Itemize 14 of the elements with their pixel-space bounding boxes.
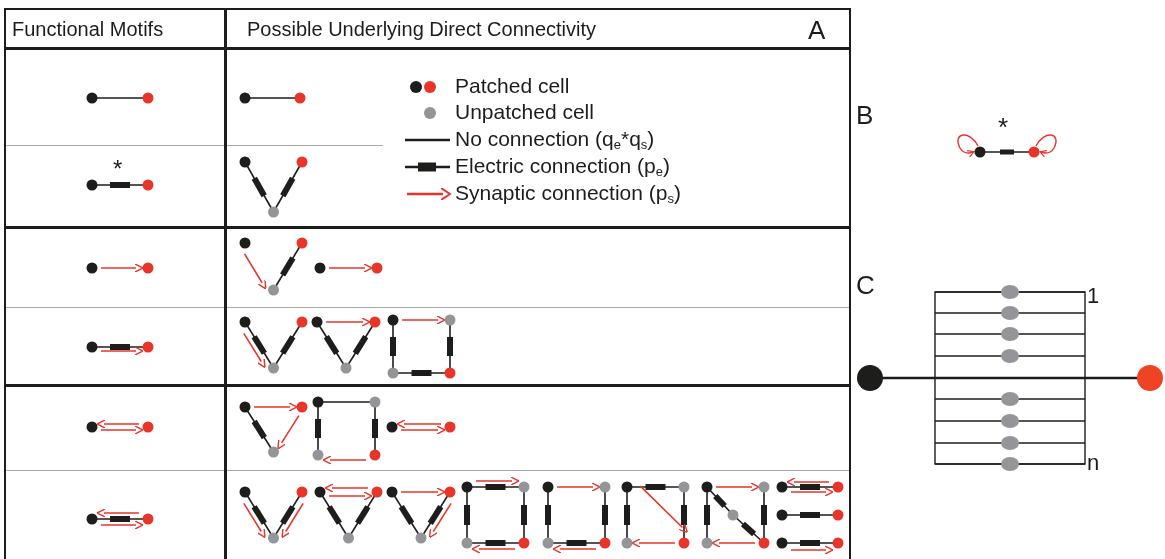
legend-text: Electric connection (p$_{e}$) xyxy=(455,155,670,176)
column-header: Possible Underlying Direct Connectivity xyxy=(247,19,597,39)
column-header: Functional Motifs xyxy=(12,19,164,39)
index-label: n xyxy=(1087,452,1100,474)
legend-text: Patched cell xyxy=(455,75,570,96)
legend-text: No connection (q$_{e}$*q$_{s}$) xyxy=(455,128,655,149)
legend-text: Synaptic connection (p$_{s}$) xyxy=(455,182,681,203)
legend-text: Unpatched cell xyxy=(455,101,594,122)
asterisk-mark: * xyxy=(998,114,1009,140)
panel-letter: A xyxy=(808,17,826,43)
asterisk-mark: * xyxy=(113,157,123,181)
index-label: 1 xyxy=(1087,285,1100,307)
panel-letter: C xyxy=(856,272,875,298)
panel-letter: B xyxy=(856,102,874,128)
